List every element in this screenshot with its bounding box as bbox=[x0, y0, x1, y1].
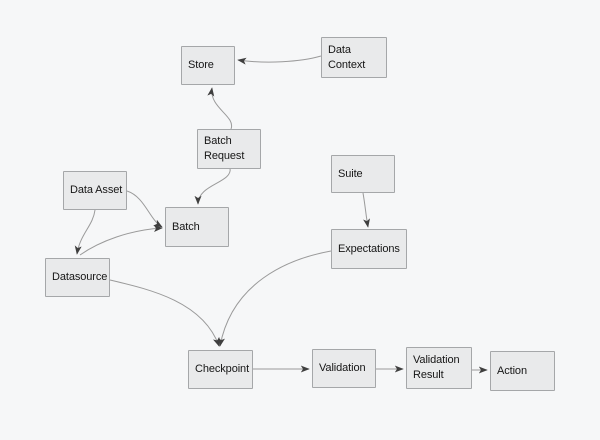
node-store: Store bbox=[181, 46, 235, 85]
node-action: Action bbox=[490, 351, 555, 391]
node-label: Request bbox=[204, 150, 245, 162]
node-label: Validation bbox=[413, 354, 460, 366]
edge-datasource-to-batch bbox=[79, 225, 163, 256]
node-datasource: Datasource bbox=[45, 258, 110, 297]
edge-data_asset-to-datasource bbox=[74, 209, 96, 255]
edge-expectations-to-checkpoint bbox=[218, 250, 332, 347]
node-label: Store bbox=[188, 59, 214, 71]
node-label: Action bbox=[497, 364, 527, 377]
node-label: Batch bbox=[172, 220, 200, 233]
edge-data_asset-to-batch bbox=[126, 190, 163, 228]
node-label: Batch bbox=[204, 135, 232, 147]
edge-batch_request-to-batch bbox=[194, 167, 231, 205]
node-label: Checkpoint bbox=[195, 363, 250, 375]
node-label: Data Asset bbox=[70, 184, 123, 196]
node-label: Validation bbox=[319, 362, 366, 374]
node-label: Datasource bbox=[52, 271, 108, 283]
edge-suite-to-expectations bbox=[362, 192, 370, 228]
node-batch: Batch bbox=[165, 207, 229, 247]
node-label: Data bbox=[328, 43, 351, 56]
edge-batch_request-to-store bbox=[207, 87, 232, 130]
edge-data_context-to-store bbox=[237, 55, 322, 65]
node-suite: Suite bbox=[331, 155, 395, 193]
edge-datasource-to-checkpoint bbox=[109, 279, 220, 347]
node-expectations: Expectations bbox=[331, 229, 407, 269]
node-label: Suite bbox=[338, 167, 363, 180]
node-label: Expectations bbox=[338, 242, 400, 255]
node-label: Result bbox=[413, 369, 444, 381]
node-label: Context bbox=[328, 58, 366, 71]
node-data_asset: Data Asset bbox=[63, 171, 127, 210]
node-validation: Validation bbox=[312, 349, 376, 388]
node-checkpoint: Checkpoint bbox=[188, 350, 253, 389]
